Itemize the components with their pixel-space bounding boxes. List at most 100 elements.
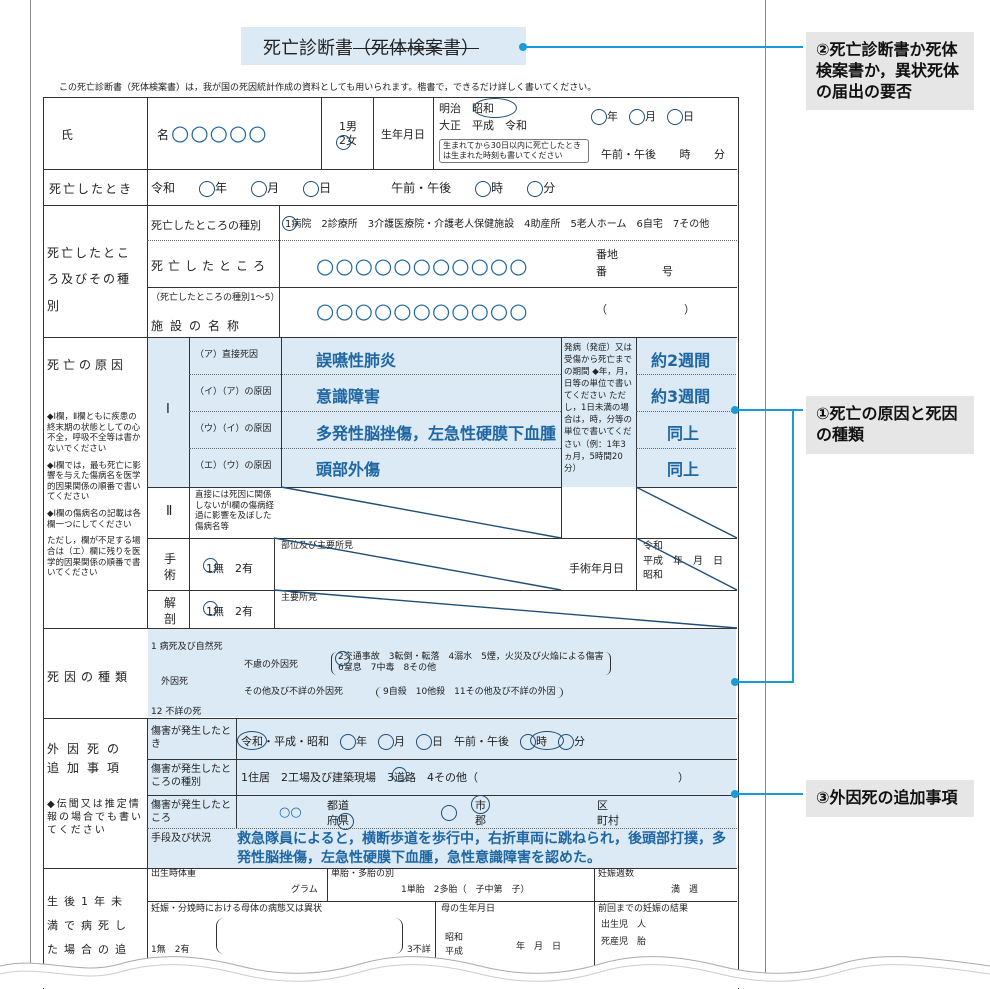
facility-paren: （ ）	[596, 303, 695, 316]
era-showa-mark	[473, 98, 517, 118]
death-place-label: 死亡したところ及びその種別	[47, 246, 132, 313]
cause-notes: ◆Ⅰ欄，Ⅱ欄ともに疾患の終末期の状態としての心不全，呼吸不全等は書かないでくださ…	[47, 412, 142, 579]
mother-ymd: 年 月 日	[516, 942, 562, 952]
city-fields-right: 区町村	[597, 799, 619, 828]
connector-title	[523, 46, 803, 48]
birth-time-fields: 午前・午後 時 分	[601, 148, 725, 161]
reiwa-mark	[237, 731, 267, 750]
title-box	[241, 27, 526, 65]
cause-row-2-period: 同上	[667, 424, 700, 443]
method-value: 救急隊員によると，横断歩道を歩行中，右折車両に跳ねられ，後頭部打撲，多発性脳挫傷…	[237, 831, 727, 866]
mother-eras: 昭和 平成	[445, 933, 464, 957]
mother-cond-label: 妊娠・分娩時における母体の病態又は異状	[151, 904, 323, 914]
surgery-label: 手術	[164, 552, 177, 582]
connector-cause-h	[735, 409, 803, 411]
cause-label: 死亡の原因	[47, 358, 128, 372]
kind-other-list: 9自殺 10他殺 11その他及び不詳の外因	[376, 687, 563, 699]
injury-where-types: 1住居 2工場及び建築現場 3道路 4その他（）	[241, 771, 689, 784]
dob-fields: 年 月 日	[591, 108, 694, 125]
kind-l1: 1 病死及び自然死	[151, 642, 223, 652]
mother-dob-label: 母の生年月日	[441, 904, 496, 914]
kind-label: 死因の種類	[47, 670, 133, 684]
kind-ext: 外因死	[161, 677, 189, 687]
callout-cause-of-death: ①死亡の原因と死因の種類	[806, 396, 974, 454]
single-opts: 1単胎 2多胎（ 子中第 子）	[401, 885, 530, 895]
era-reiwa: 令和	[505, 118, 527, 132]
form-border	[43, 97, 739, 989]
pref-value: ○○	[279, 805, 302, 820]
place-type-label: 死亡したところの種別	[151, 219, 261, 232]
death-time-fields: 令和 年 月 日 午前・午後 時 分	[151, 180, 556, 197]
name-value: ○○○○○	[171, 121, 268, 145]
city-mark	[471, 795, 490, 814]
kind-accident: 不慮の外因死	[244, 660, 299, 670]
cause-row-0-value: 誤嚥性肺炎	[316, 351, 397, 370]
weeks-label: 妊娠週数	[598, 869, 635, 879]
callout-external-cause: ③外因死の追加事項	[806, 780, 974, 817]
birth-time-note: 生まれてから30日以内に死亡したときは生まれた時刻も書いてください	[439, 139, 589, 163]
surgery-date-label: 手術年月日	[569, 562, 624, 575]
place-types: 1病院 2診療所 3介護医療院・介護老人保健施設 4助産所 5老人ホーム 6自宅…	[285, 219, 710, 230]
mother-cond-opts: 1無 2有	[151, 945, 190, 955]
cause-row-2-value: 多発性脳挫傷，左急性硬膜下血腫	[316, 424, 557, 443]
era-taisho: 大正	[439, 118, 461, 132]
cause-roman-2: Ⅱ	[166, 504, 173, 519]
cause-roman-1: Ⅰ	[166, 402, 170, 417]
method-label: 手段及び状況	[151, 833, 211, 844]
title-sub: （死体検案書）	[353, 38, 479, 59]
mother-cond-unknown: 3不詳	[407, 945, 431, 955]
era-meiji: 明治	[439, 102, 461, 115]
facility-note: （死亡したところの種別1〜5）	[151, 293, 280, 303]
traffic-accident-mark	[335, 651, 350, 666]
certificate-page: 死亡診断書（死体検案書） この死亡診断書（死体検案書）は，我が国の死因統計作成の…	[30, 0, 766, 989]
ii-note: 直接には死因に関係しないがⅠ欄の傷病経過に影響を及ぼした傷病名等	[195, 490, 275, 532]
title-main: 死亡診断書	[263, 38, 353, 59]
strike-lines	[273, 486, 738, 629]
place-label: 死亡したところ	[151, 259, 271, 273]
intro-text: この死亡診断書（死体検案書）は，我が国の死因統計作成の資料としても用いられます。…	[59, 83, 597, 93]
facility-value: ○○○○○○○○○○○	[316, 299, 529, 323]
ken-mark	[337, 813, 354, 830]
gram: グラム	[291, 885, 318, 895]
single-label: 単胎・多胎の別	[331, 869, 395, 879]
title: 死亡診断書（死体検案書）	[263, 34, 479, 60]
cause-row-1-value: 意識障害	[316, 387, 381, 406]
cause-highlight	[148, 338, 736, 487]
sex-female-mark	[336, 135, 351, 150]
injury-where-type-label: 傷害が発生したところの種別	[151, 764, 231, 788]
surgery-none-mark	[203, 558, 218, 573]
autopsy-detail-label: 主要所見	[281, 593, 318, 603]
external-note: ◆伝聞又は推定情報の場合でも書いてください	[47, 799, 143, 836]
autopsy-none-mark	[203, 601, 218, 616]
place-type-hospital-mark	[282, 216, 297, 231]
address-fields: 番地 番号	[596, 248, 673, 278]
cause-row-3-period: 同上	[667, 460, 700, 479]
birth-weight-label: 出生時体重	[151, 869, 197, 879]
city-value	[441, 805, 457, 821]
dob-label: 生年月日	[381, 128, 425, 141]
cause-row-3-value: 頭部外傷	[316, 460, 381, 479]
injury-where-label: 傷害が発生したところ	[151, 800, 231, 824]
name-label: 氏 名	[61, 128, 190, 142]
stillborn: 死産児 胎	[601, 937, 647, 947]
connector-kind-h	[735, 681, 793, 683]
facility-label: 施設の名称	[151, 319, 247, 333]
road-mark	[392, 767, 407, 782]
cause-row-0-period: 約2週間	[651, 351, 711, 370]
mother-cond-bracket	[216, 918, 403, 954]
kind-l12: 12 不詳の死	[151, 707, 202, 717]
death-time-label: 死亡したとき	[49, 182, 134, 196]
place-value: ○○○○○○○○○○○	[316, 254, 529, 278]
born: 出生児 人	[601, 920, 647, 930]
era-heisei: 平成	[472, 118, 494, 132]
connector-external	[735, 793, 803, 795]
callout-certificate-type: ②死亡診断書か死体検案書か，異状死体の届出の要否	[806, 32, 974, 111]
torn-edge	[0, 956, 990, 988]
connector-vertical	[792, 409, 794, 683]
weeks-full: 満 週	[671, 885, 699, 895]
external-label: 外因死の追加事項	[47, 742, 128, 776]
prev-label: 前回までの妊娠の結果	[598, 904, 689, 914]
period-note: 発病（発症）又は受傷から死亡までの期間 ◆年，月，日等の単位で書いてください た…	[564, 343, 633, 474]
pm-mark	[530, 731, 564, 750]
